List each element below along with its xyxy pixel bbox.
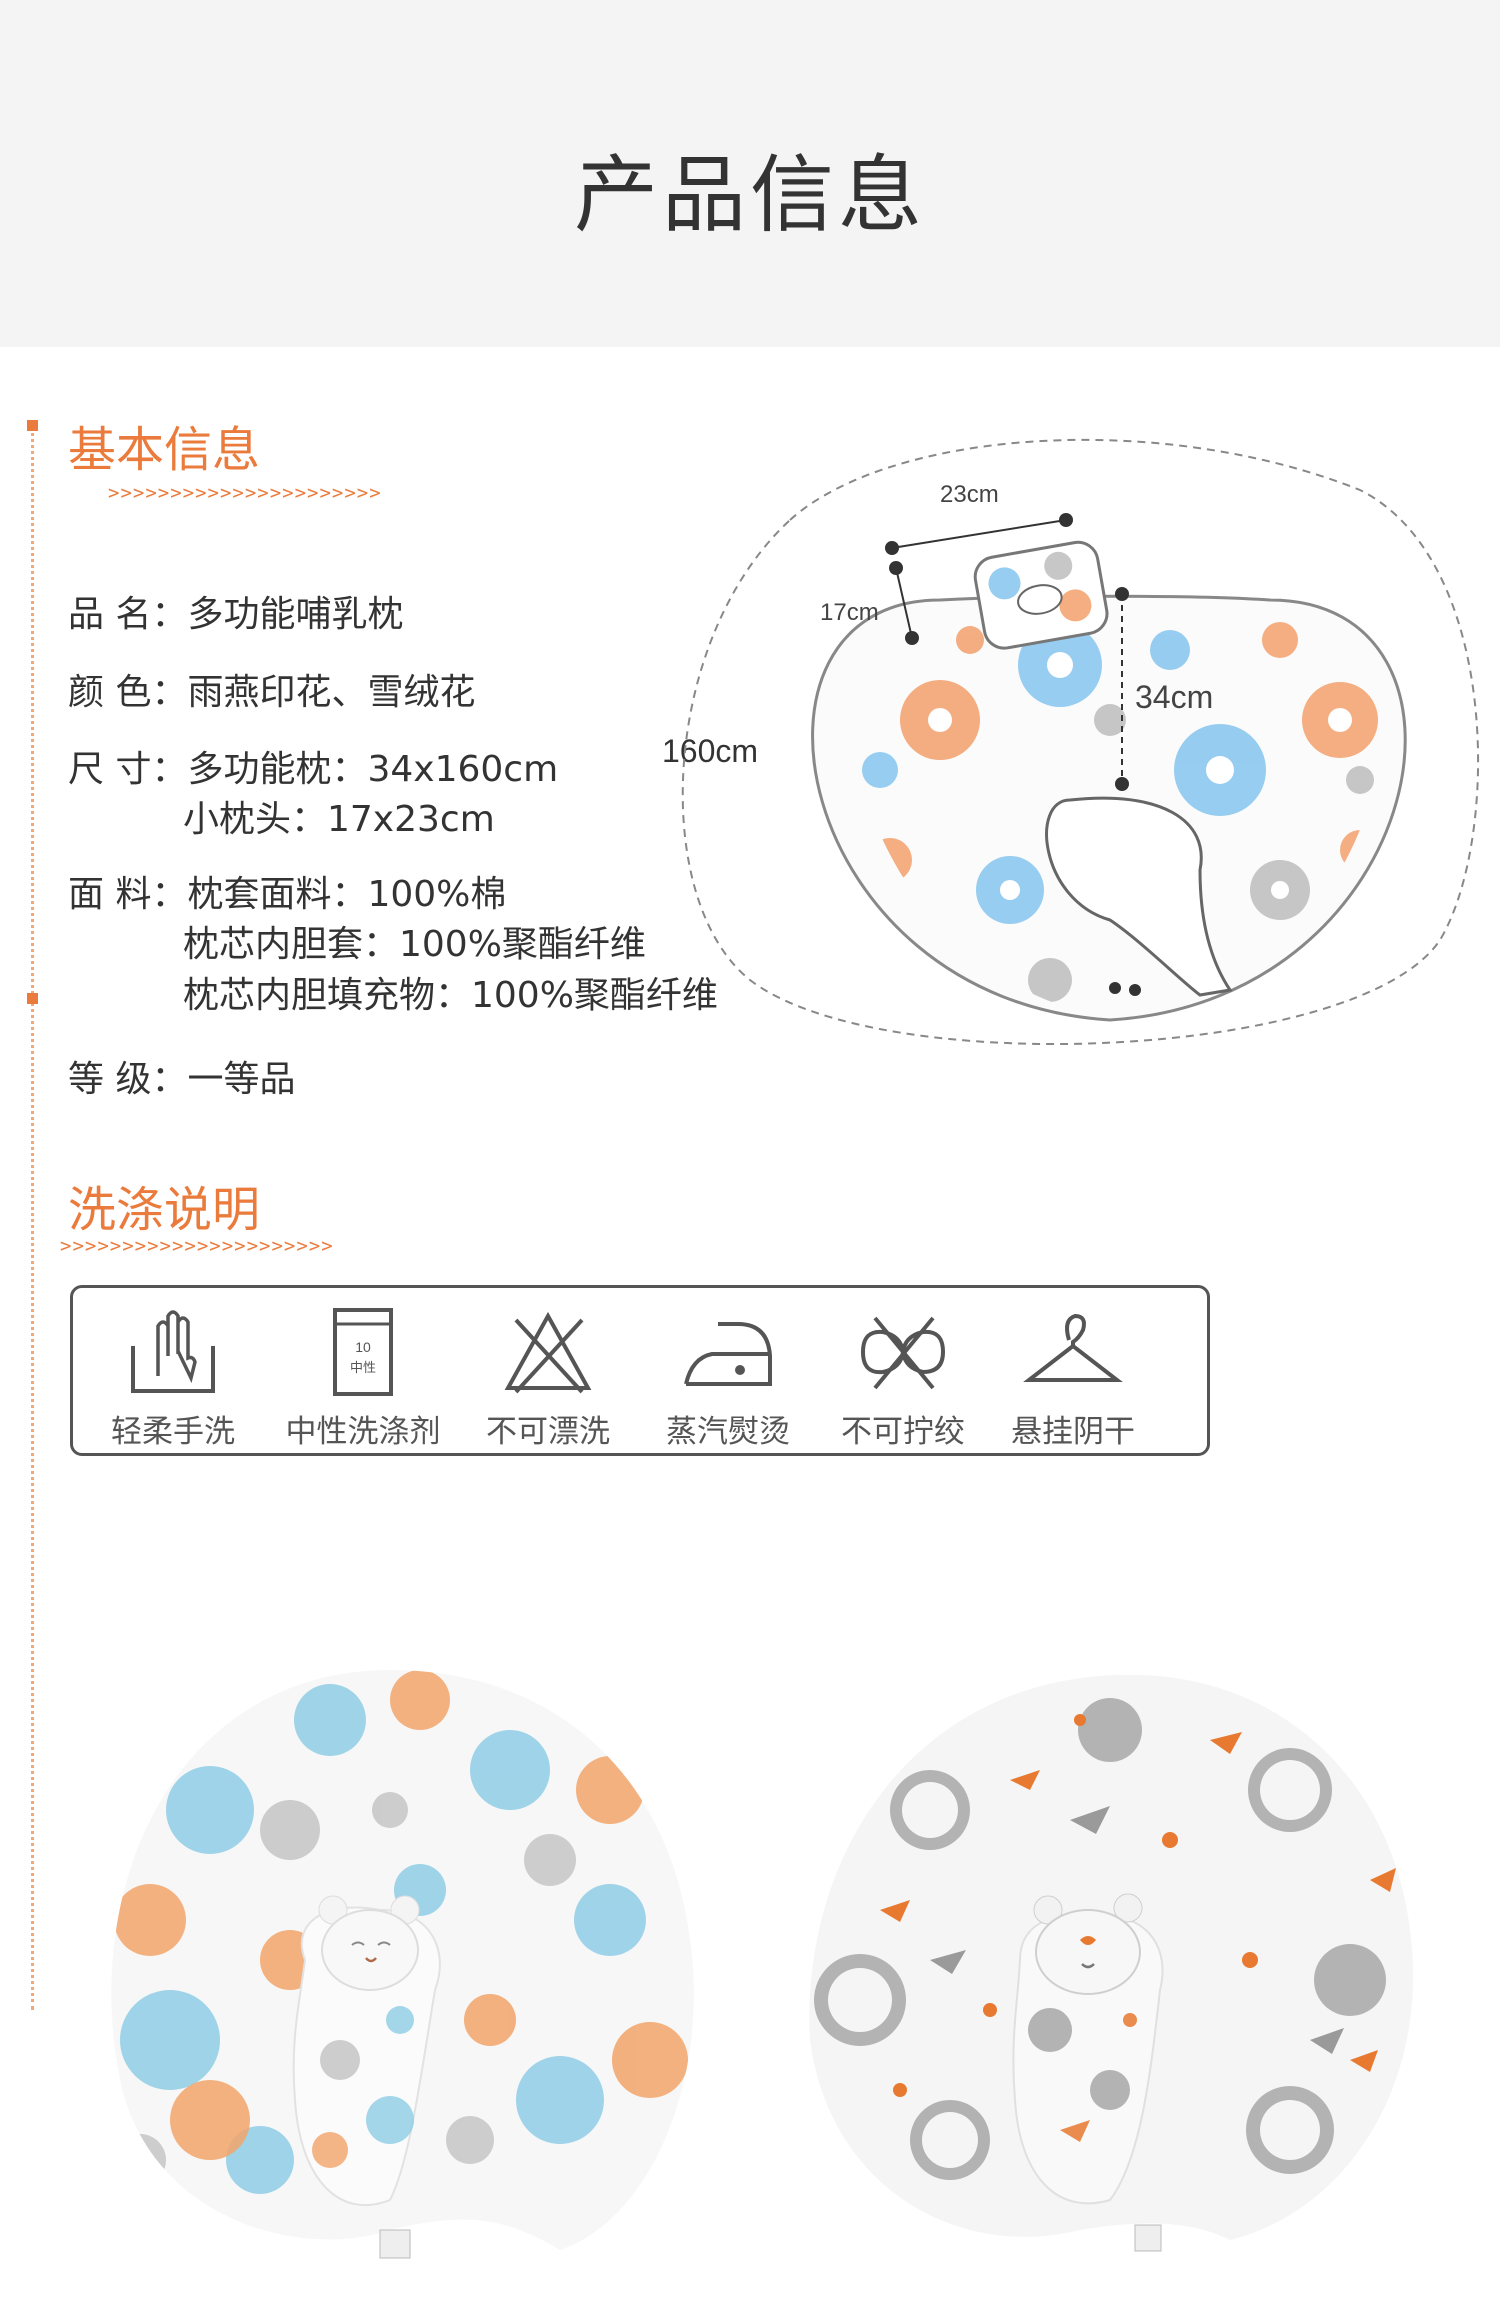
info-value-extra: 枕芯内胆填充物：100%聚酯纤维 (183, 975, 718, 1016)
decorative-dotted-line (31, 420, 34, 2010)
info-label: 颜 色： (68, 672, 188, 713)
wash-label: 悬挂阴干 (1011, 1414, 1135, 1450)
product-image-floral (90, 1660, 700, 2260)
info-row-fabric: 面 料：枕套面料：100%棉 (68, 865, 506, 917)
info-value-extra: 小枕头：17x23cm (183, 799, 495, 840)
info-value: 一等品 (187, 1059, 296, 1100)
page-header: 产品信息 (0, 0, 1500, 347)
info-value: 多功能枕：34x160cm (187, 749, 559, 790)
hand-wash-icon (131, 1310, 215, 1393)
line-marker (27, 420, 38, 431)
wash-item-steam-iron: 蒸汽熨烫 (633, 1288, 823, 1459)
wash-label: 蒸汽熨烫 (666, 1414, 790, 1450)
wash-instructions-box: 轻柔手洗 10 中性 中性洗涤剂 不可漂洗 蒸汽熨烫 (70, 1285, 1210, 1456)
detergent-icon-number: 10 (355, 1339, 371, 1355)
info-row-size: 尺 寸：多功能枕：34x160cm (68, 740, 558, 792)
info-value: 雨燕印花、雪绒花 (187, 672, 476, 713)
info-row-name: 品 名：多功能哺乳枕 (68, 585, 403, 637)
pillow-dimension-svg: 23cm 17cm 34cm (681, 438, 1479, 1045)
pillow-inner-opening (1045, 796, 1233, 997)
small-pillow (973, 540, 1109, 650)
bear-head (318, 1895, 420, 1991)
pillow-width-label: 34cm (1135, 679, 1213, 715)
no-bleach-icon (504, 1311, 592, 1394)
no-wring-icon (861, 1316, 945, 1390)
dimension-dots (885, 513, 1141, 996)
wash-item-hand-wash: 轻柔手洗 (78, 1288, 268, 1459)
wash-item-no-bleach: 不可漂洗 (453, 1288, 643, 1459)
wash-item-hang-dry: 悬挂阴干 (978, 1288, 1168, 1459)
small-pillow-pattern (988, 551, 1092, 622)
floral-pattern (862, 622, 1380, 1002)
small-height-label: 17cm (820, 599, 879, 626)
small-width-label: 23cm (940, 481, 999, 508)
line-marker (27, 993, 38, 1004)
bear-head (1033, 1893, 1143, 1995)
wash-label: 中性洗涤剂 (285, 1414, 441, 1450)
info-value: 多功能哺乳枕 (187, 594, 404, 635)
wash-label: 不可拧绞 (841, 1414, 965, 1450)
info-row-color: 颜 色：雨燕印花、雪绒花 (68, 663, 475, 715)
neutral-detergent-icon: 10 中性 (333, 1308, 393, 1396)
basic-info-title: 基本信息 (68, 422, 261, 478)
dimension-lines (891, 519, 1123, 784)
dimension-diagram: 23cm 17cm 34cm (640, 420, 1490, 1070)
info-label: 等 级： (68, 1059, 188, 1100)
info-label: 尺 寸： (68, 749, 188, 790)
info-value-extra: 枕芯内胆套：100%聚酯纤维 (183, 924, 646, 965)
wash-title: 洗涤说明 (68, 1182, 261, 1238)
info-value: 枕套面料：100%棉 (187, 874, 507, 915)
hang-dry-icon (1023, 1313, 1123, 1382)
steam-iron-icon (684, 1322, 772, 1386)
wash-arrows: >>>>>>>>>>>>>>>>>>>>>> (60, 1235, 334, 1257)
wash-item-no-wring: 不可拧绞 (808, 1288, 998, 1459)
product-image-swallow (790, 1660, 1430, 2260)
basic-info-arrows: >>>>>>>>>>>>>>>>>>>>>> (108, 482, 382, 504)
wash-label: 不可漂洗 (486, 1414, 610, 1450)
page-title: 产品信息 (573, 146, 926, 244)
info-row-grade: 等 级：一等品 (68, 1050, 295, 1102)
info-label: 品 名： (68, 594, 188, 635)
dimension-length-label: 160cm (662, 733, 759, 769)
detergent-icon-text: 中性 (350, 1361, 376, 1376)
wash-item-neutral-detergent: 10 中性 中性洗涤剂 (268, 1288, 458, 1459)
wash-label: 轻柔手洗 (111, 1414, 235, 1450)
info-label: 面 料： (68, 874, 188, 915)
